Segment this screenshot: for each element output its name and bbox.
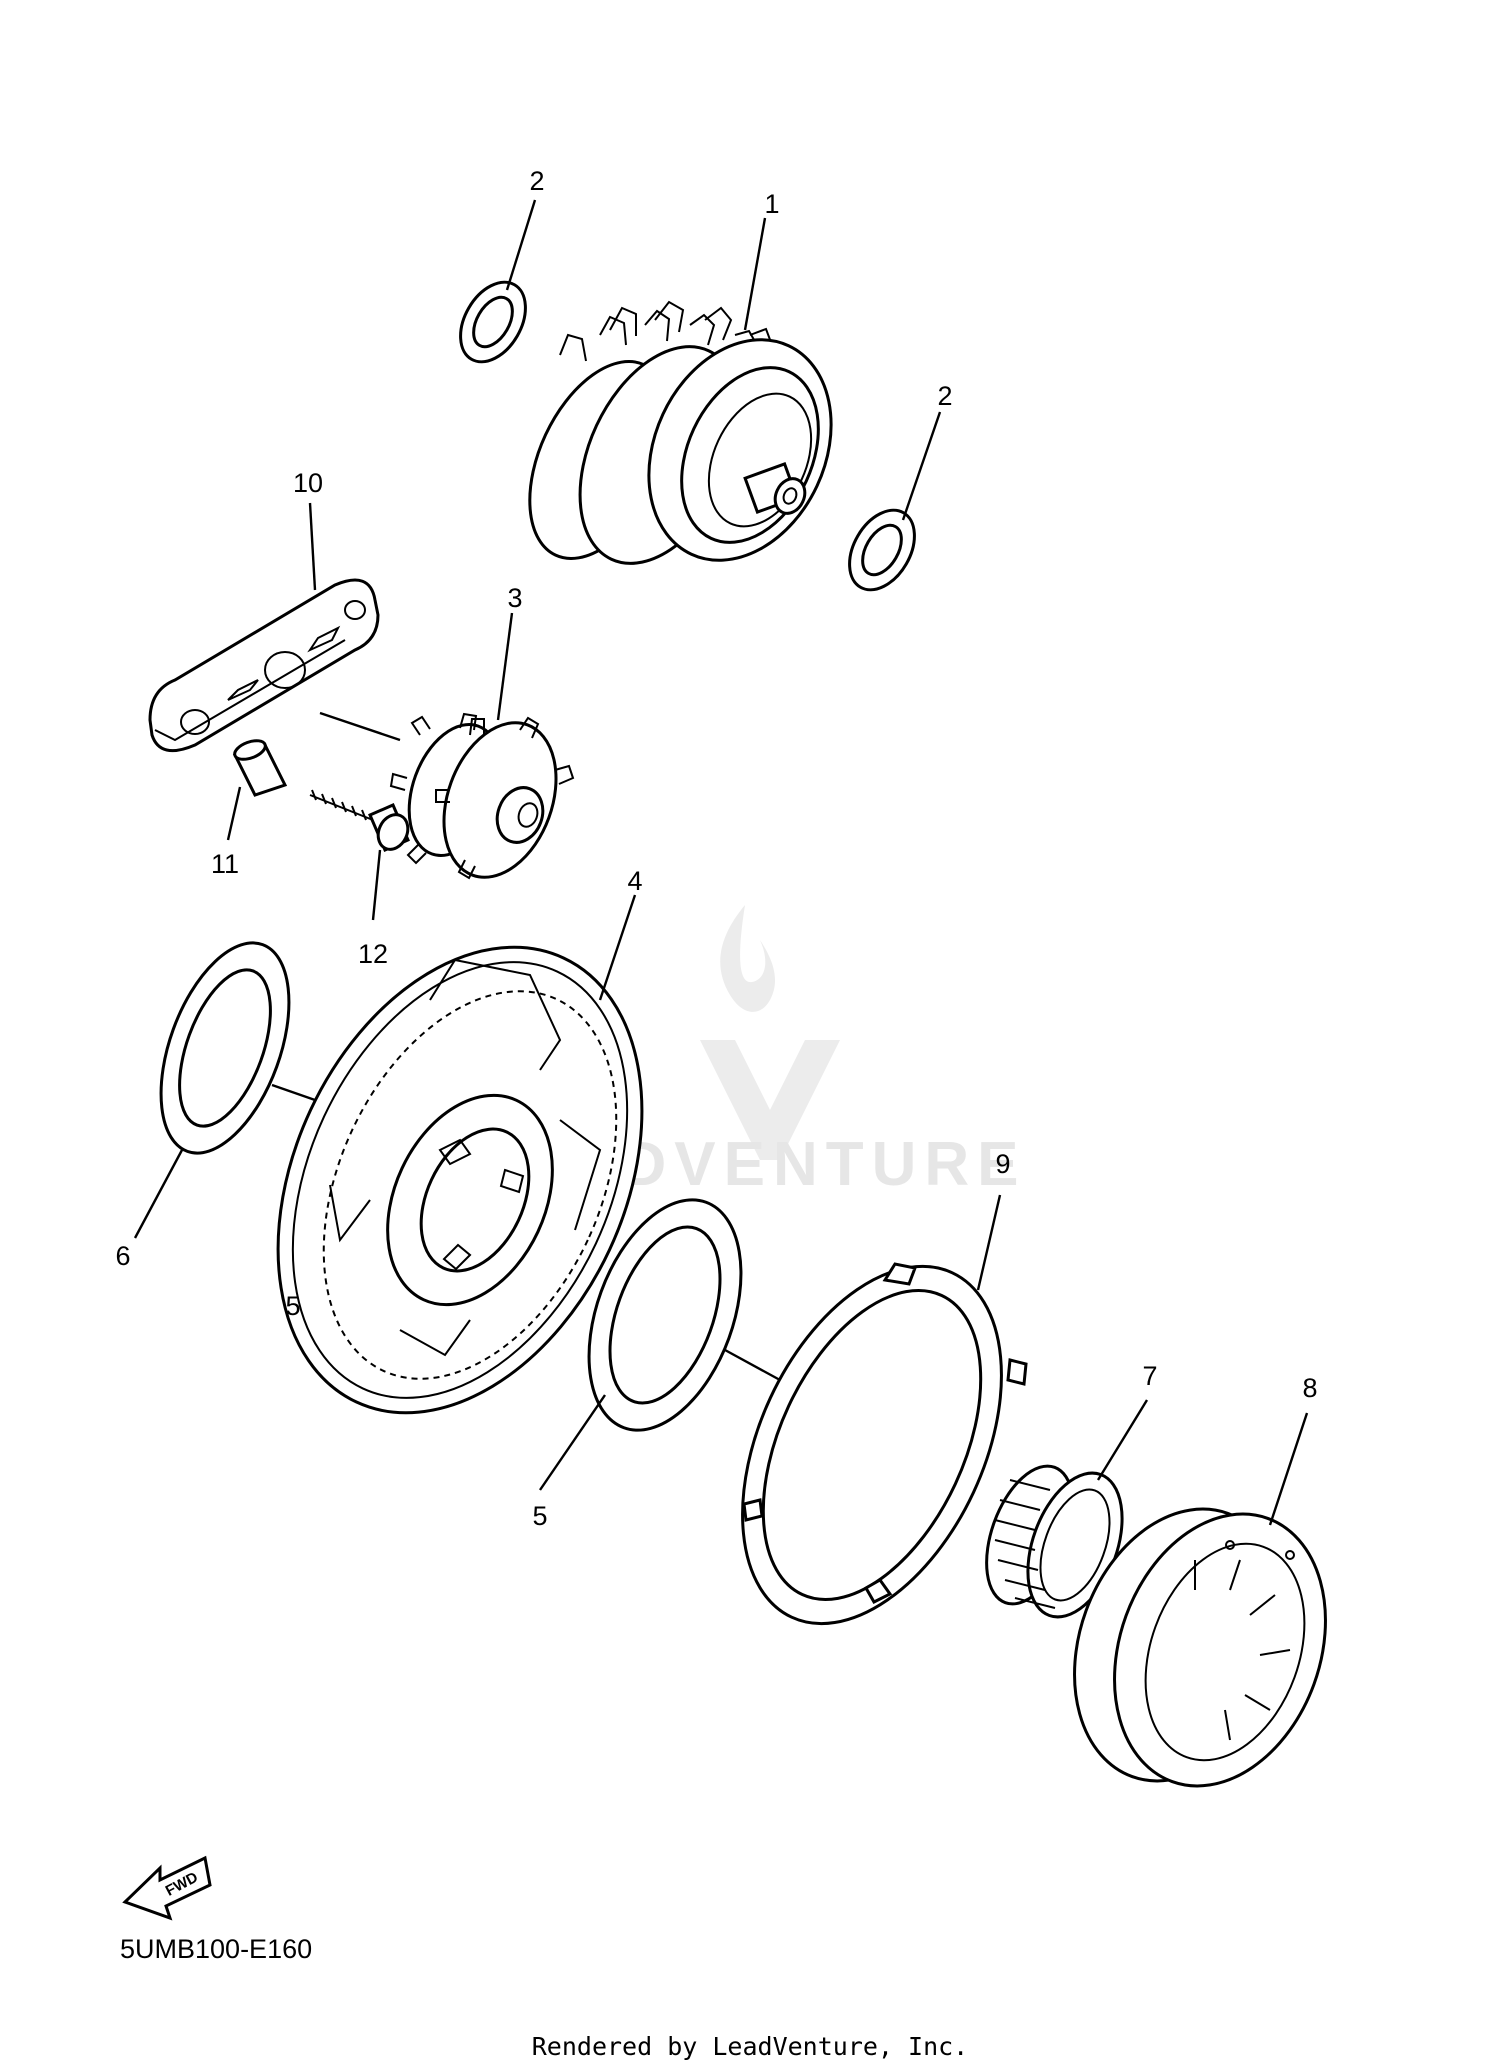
callout-8: 8: [1302, 1373, 1317, 1403]
part-8-one-way-clutch: [1073, 1507, 1327, 1788]
callout-7: 7: [1142, 1361, 1157, 1391]
callout-5-washer: 5: [532, 1501, 547, 1531]
watermark-logo-icon: [700, 905, 840, 1160]
callout-3: 3: [507, 583, 522, 613]
part-2-washer-lower: [848, 508, 916, 592]
part-9-clutch-plate: [741, 1262, 1028, 1626]
part-3-idler-gear: [389, 712, 575, 880]
callout-10: 10: [293, 468, 323, 498]
callout-11: 11: [211, 849, 239, 879]
callout-2-upper: 2: [529, 166, 544, 196]
callout-6: 6: [115, 1241, 130, 1271]
leader-lines: [133, 199, 1309, 1526]
diagram-code: 5UMB100-E160: [120, 1934, 312, 1964]
callout-5-gear: 5: [285, 1291, 300, 1321]
callout-9: 9: [995, 1149, 1010, 1179]
part-2-washer-upper: [459, 280, 527, 364]
callout-labels: 1 2 2 3 4 5 5 6 7 8 9 10 11 12: [115, 166, 1317, 1531]
footer-credit: Rendered by LeadVenture, Inc.: [532, 2032, 969, 2061]
part-4-starter-wheel-gear: [276, 945, 644, 1415]
part-6-washer: [159, 941, 291, 1155]
part-11-dowel-pin: [232, 739, 288, 797]
part-5-washer: [587, 1198, 743, 1432]
callout-12: 12: [358, 939, 388, 969]
part-12-bolt: [309, 789, 410, 852]
callout-2-lower: 2: [937, 381, 952, 411]
callout-1: 1: [764, 189, 779, 219]
fwd-arrow-icon: [122, 1855, 212, 1921]
fwd-arrow: FWD: [122, 1855, 212, 1921]
part-10-plate: [148, 578, 380, 753]
part-1-idler-gear-assembly: [528, 300, 833, 565]
callout-4: 4: [627, 866, 642, 896]
part-7-bearing: [985, 1464, 1124, 1619]
